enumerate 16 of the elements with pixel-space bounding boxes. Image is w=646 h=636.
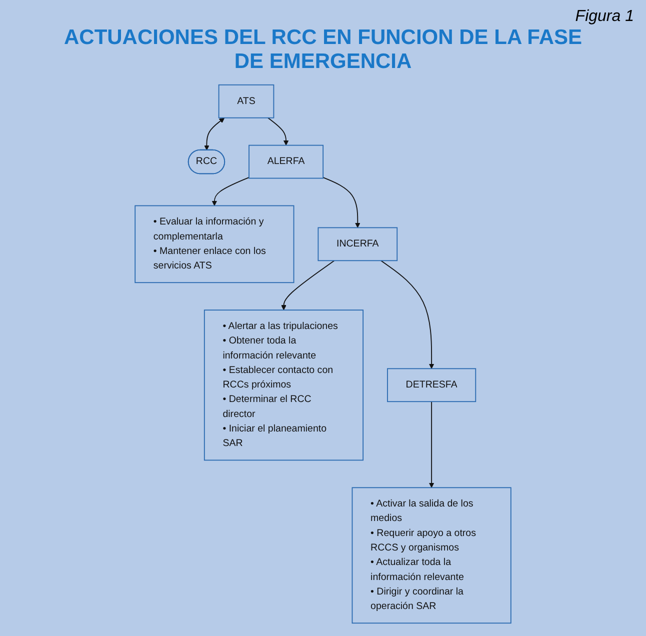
node-box: ATS: [218, 84, 274, 118]
node-box: DETRESFA: [387, 368, 476, 402]
node-box: • Activar la salida de los medios • Requerir apoyo a otros RCCS y organismos • Actualizar toda la información relevante • Dirigir y coordinar la operación SAR: [352, 487, 512, 624]
node-box: • Evaluar la información y complementarla • Mantener enlace con los servicios ATS: [134, 205, 294, 284]
diagram-title: ACTUACIONES DEL RCC EN FUNCION DE LA FASE DE EMERGENCIA: [62, 26, 584, 74]
arrow: [204, 118, 225, 150]
node-box: • Alertar a las tripulaciones • Obtener toda la información relevante • Establecer contacto con RCCs próximos • Determinar el RCC director • Iniciar el planeamiento SAR: [204, 310, 364, 461]
node-box: INCERFA: [318, 227, 398, 262]
arrow: [428, 401, 434, 488]
figure-number: Figura 1: [574, 8, 634, 26]
arrow: [380, 260, 434, 369]
arrow: [322, 176, 360, 228]
arrow: [268, 117, 289, 146]
node-box: ALERFA: [248, 144, 324, 179]
arrow: [281, 260, 335, 310]
arrow: [212, 176, 250, 206]
